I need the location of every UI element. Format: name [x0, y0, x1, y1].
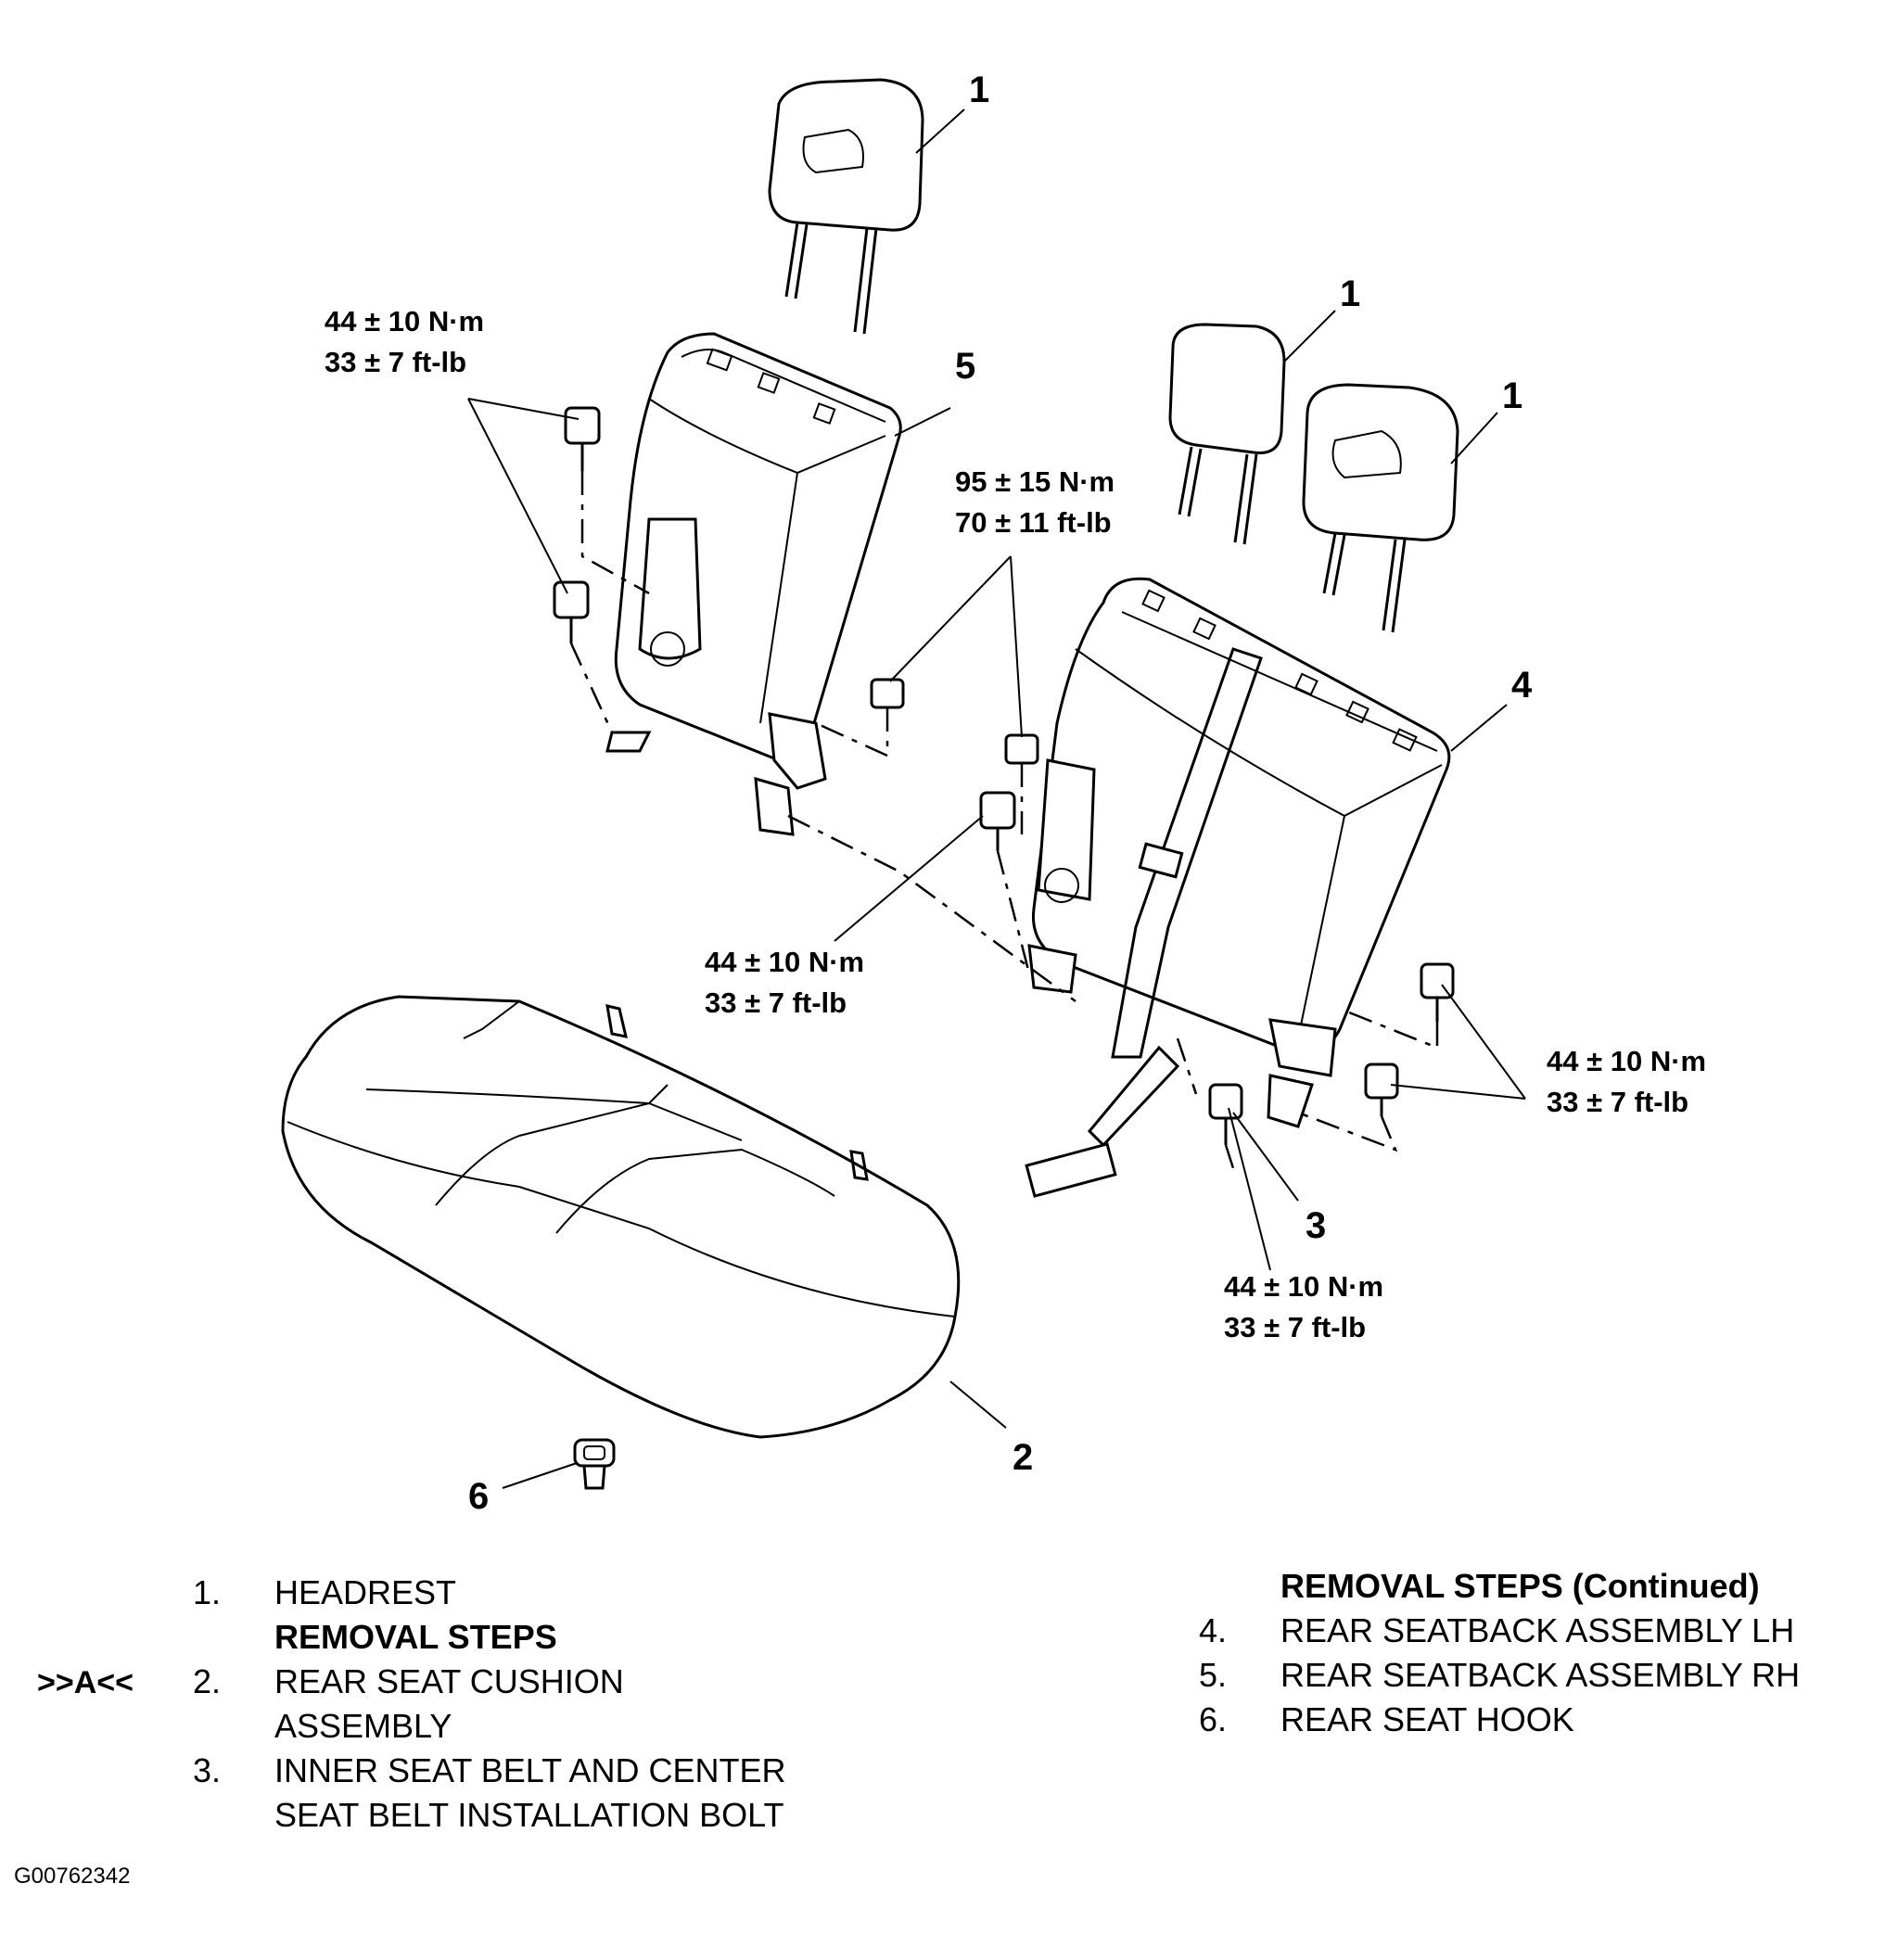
procedure-marker-a: >>A<<	[37, 1665, 134, 1700]
torque-spec-center-bolt: 44 ± 10 N·m 33 ± 7 ft-lb	[705, 946, 864, 1019]
svg-text:95 ± 15 N·m: 95 ± 15 N·m	[955, 465, 1115, 498]
legend-item-2-cont: ASSEMBLY	[274, 1707, 452, 1745]
nut-center-1	[870, 678, 905, 709]
bolt-top-left-2	[553, 580, 590, 643]
svg-text:33 ± 7 ft-lb: 33 ± 7 ft-lb	[325, 346, 466, 378]
callout-headrest-middle: 1	[1340, 274, 1360, 314]
rear-seat-hook	[573, 1438, 616, 1490]
callout-hook: 6	[468, 1476, 489, 1517]
legend-item-6: 6. REAR SEAT HOOK	[1199, 1700, 1574, 1738]
rear-seat-cushion	[281, 995, 961, 1439]
torque-spec-center-nut: 95 ± 15 N·m 70 ± 11 ft-lb	[955, 465, 1115, 539]
legend-header-removal-steps-continued: REMOVAL STEPS (Continued)	[1280, 1567, 1760, 1605]
figure-id: G00762342	[14, 1864, 131, 1889]
svg-text:44 ± 10 N·m: 44 ± 10 N·m	[705, 946, 864, 978]
torque-spec-top-left: 44 ± 10 N·m 33 ± 7 ft-lb	[325, 305, 484, 378]
bolt-bottom	[1208, 1083, 1243, 1145]
legend-item-4: 4. REAR SEATBACK ASSEMBLY LH	[1199, 1611, 1795, 1649]
legend-item-3-cont: SEAT BELT INSTALLATION BOLT	[274, 1796, 784, 1834]
svg-text:44 ± 10 N·m: 44 ± 10 N·m	[325, 305, 484, 337]
svg-text:33 ± 7 ft-lb: 33 ± 7 ft-lb	[1547, 1086, 1688, 1118]
torque-spec-right: 44 ± 10 N·m 33 ± 7 ft-lb	[1547, 1045, 1706, 1118]
svg-text:33 ± 7 ft-lb: 33 ± 7 ft-lb	[1224, 1311, 1366, 1343]
svg-text:44 ± 10 N·m: 44 ± 10 N·m	[1547, 1045, 1706, 1077]
headrest-middle	[1168, 323, 1286, 545]
bolt-top-left-1	[564, 406, 601, 471]
svg-text:33 ± 7 ft-lb: 33 ± 7 ft-lb	[705, 986, 847, 1019]
legend-item-2: 2. REAR SEAT CUSHION	[193, 1662, 624, 1700]
seatback-lh	[1025, 577, 1451, 1198]
headrest-right	[1302, 383, 1459, 633]
leader-lines	[467, 108, 1526, 1489]
legend-item-1: 1. HEADREST	[193, 1573, 457, 1611]
svg-text:44 ± 10 N·m: 44 ± 10 N·m	[1224, 1270, 1383, 1303]
assembly-lines	[569, 471, 1439, 1169]
nut-center-2	[1004, 733, 1039, 765]
bolt-center	[979, 791, 1016, 851]
callout-headrest-top: 1	[969, 70, 989, 110]
legend-right: REMOVAL STEPS (Continued) 4. REAR SEATBA…	[1199, 1564, 1800, 1742]
bolt-right-2	[1364, 1063, 1399, 1116]
callout-seatback-rh: 5	[955, 346, 975, 387]
callout-headrest-right: 1	[1502, 375, 1522, 416]
headrest-top	[768, 78, 924, 335]
legend-header-removal-steps: REMOVAL STEPS	[274, 1618, 557, 1656]
legend-item-5: 5. REAR SEATBACK ASSEMBLY RH	[1199, 1656, 1801, 1694]
callout-cushion: 2	[1013, 1437, 1033, 1478]
torque-spec-bottom: 44 ± 10 N·m 33 ± 7 ft-lb	[1224, 1270, 1383, 1343]
callout-bolt: 3	[1306, 1205, 1326, 1246]
legend-item-3: 3. INNER SEAT BELT AND CENTER	[193, 1751, 786, 1789]
seatback-rh	[605, 332, 902, 836]
callout-seatback-lh: 4	[1511, 665, 1533, 706]
legend-left: 1. HEADREST REMOVAL STEPS 2. REAR SEAT C…	[193, 1571, 785, 1838]
svg-text:70 ± 11 ft-lb: 70 ± 11 ft-lb	[955, 506, 1112, 539]
